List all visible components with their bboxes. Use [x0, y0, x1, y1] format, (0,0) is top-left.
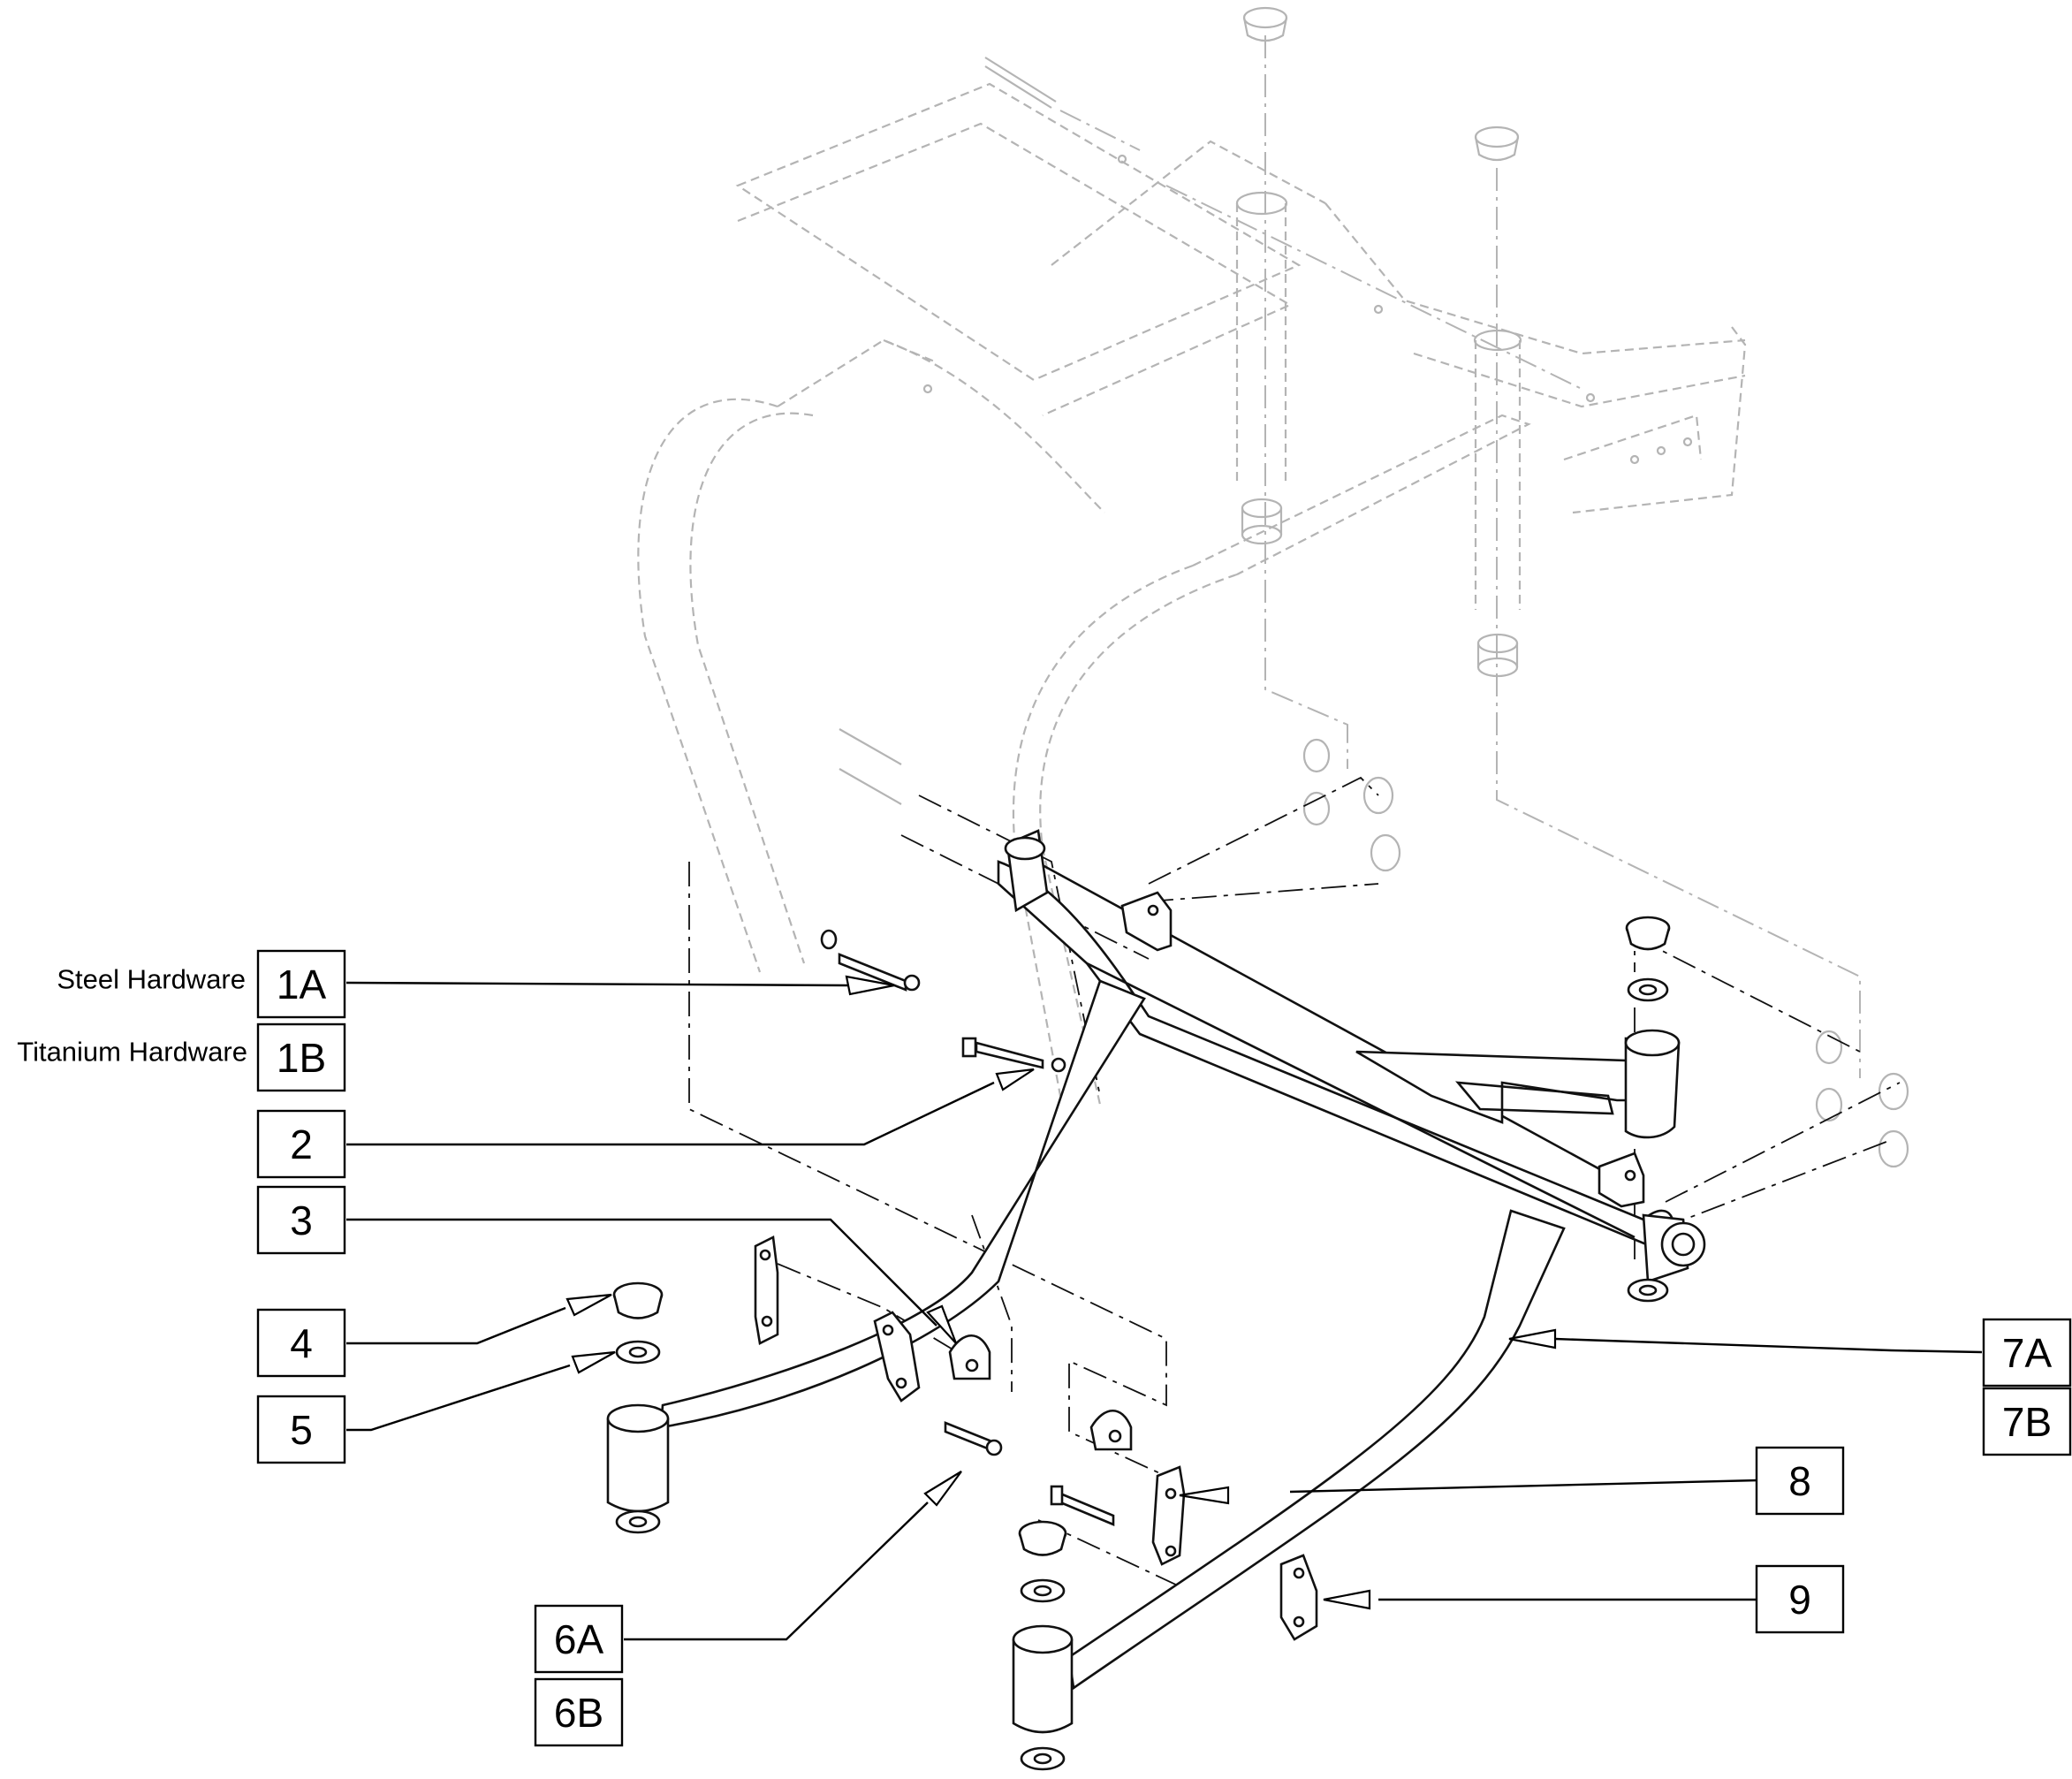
callout-4: 4: [256, 1308, 346, 1378]
callout-6b-text: 6B: [554, 1690, 603, 1736]
callout-2-text: 2: [290, 1121, 313, 1167]
left-caster-stack: [606, 1281, 670, 1534]
callout-3-text: 3: [290, 1197, 313, 1243]
callout-6a: 6A: [534, 1604, 624, 1674]
leader-lines: [345, 975, 1983, 1641]
callout-8-text: 8: [1788, 1458, 1811, 1504]
callout-1b-text: 1B: [277, 1035, 326, 1081]
callout-9-text: 9: [1788, 1577, 1811, 1623]
callout-1a: 1A: [256, 949, 346, 1019]
callout-5-text: 5: [290, 1407, 313, 1453]
callout-1a-text: 1A: [277, 962, 327, 1007]
callout-9: 9: [1755, 1564, 1845, 1634]
callout-7b: 7B: [1982, 1387, 2072, 1456]
callout-7b-text: 7B: [2002, 1399, 2052, 1445]
front-frame-assembly: [659, 829, 1706, 1691]
callout-3: 3: [256, 1185, 346, 1255]
ghost-back-frame: [637, 6, 1909, 1168]
callout-6a-text: 6A: [554, 1616, 604, 1662]
callout-8: 8: [1755, 1446, 1845, 1516]
assembly-centerlines: [688, 35, 1901, 1587]
callout-6b: 6B: [534, 1677, 624, 1747]
titanium-hardware-label: Titanium Hardware: [17, 1037, 247, 1068]
callout-7a-text: 7A: [2002, 1330, 2053, 1376]
steel-hardware-label: Steel Hardware: [57, 964, 246, 995]
callout-1b: 1B: [256, 1023, 346, 1092]
callout-7a: 7A: [1982, 1318, 2072, 1387]
clamps-and-bolts: [754, 929, 1318, 1641]
callout-5: 5: [256, 1395, 346, 1464]
callout-2: 2: [256, 1109, 346, 1179]
callout-4-text: 4: [290, 1320, 313, 1366]
right-caster-stack: [1012, 1520, 1074, 1771]
